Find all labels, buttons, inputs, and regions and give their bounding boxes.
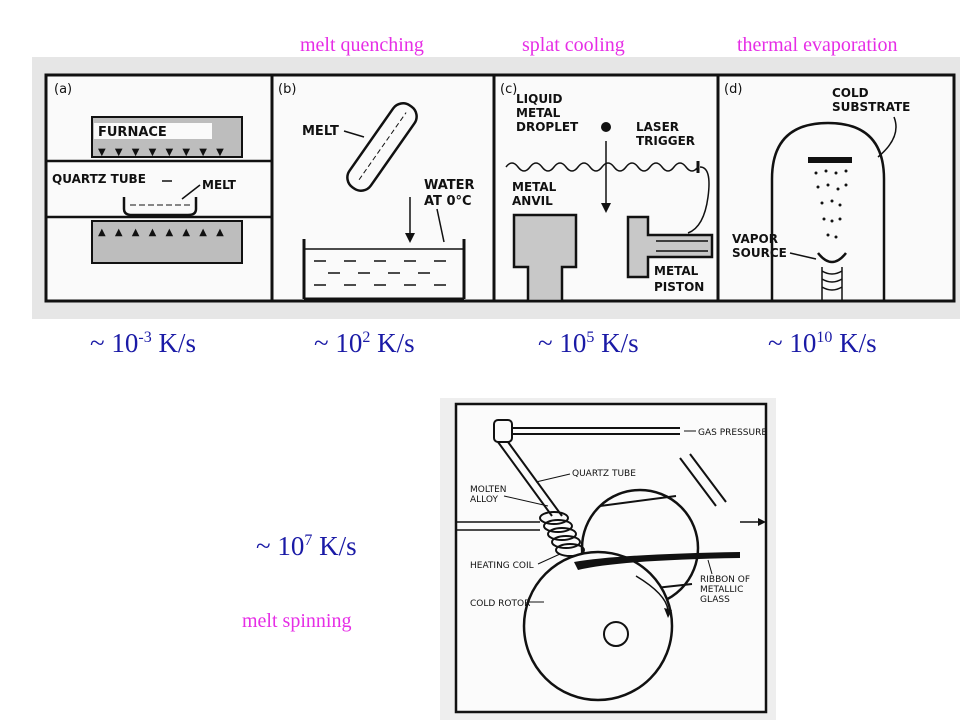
rate-thermal-evaporation: ~ 1010 K/s [768, 328, 877, 358]
laser-label-1: LASER [636, 120, 679, 134]
svg-text:▲ ▲ ▲ ▲ ▲ ▲ ▲ ▲: ▲ ▲ ▲ ▲ ▲ ▲ ▲ ▲ [98, 227, 227, 238]
melt-label-b: MELT [302, 124, 339, 139]
rotation-arrow [635, 575, 669, 611]
panel-b-tag: (b) [278, 82, 296, 97]
melt-spinning-figure: GAS PRESSURE QUARTZ TUBE MOLTEN ALLOY HE… [440, 398, 776, 720]
gas-pressure-label: GAS PRESSURE [698, 428, 767, 438]
rotor-axle [679, 453, 727, 507]
vapor-source [817, 252, 847, 264]
droplet-label-1: LIQUID [516, 92, 563, 106]
metal-anvil [512, 213, 578, 303]
ribbon-label-2: METALLIC [700, 585, 743, 595]
furnace-bottom [91, 220, 243, 264]
cold-substrate [808, 157, 852, 163]
rate-melt-quenching-b: ~ 102 K/s [314, 328, 415, 358]
crucible [122, 197, 198, 217]
gas-line [504, 427, 680, 435]
quartz-tube [497, 441, 563, 517]
liquid-droplet [601, 122, 611, 132]
droplet-label-3: DROPLET [516, 120, 579, 134]
panel-d-tag: (d) [724, 82, 742, 97]
molten-label-2: ALLOY [470, 495, 498, 505]
heating-coil-label: HEATING COIL [470, 561, 534, 571]
rate-splat-cooling: ~ 105 K/s [538, 328, 639, 358]
panel-a: (a) FURNACE ▼ ▼ ▼ ▼ ▼ ▼ ▼ ▼ ▲ ▲ ▲ ▲ ▲ ▲ … [46, 82, 272, 264]
quartz-tube-label: QUARTZ TUBE [52, 172, 146, 186]
label-splat-cooling: splat cooling [522, 34, 625, 56]
bell-jar [770, 121, 886, 301]
panel-a-tag: (a) [54, 82, 72, 97]
rotor-hub [603, 621, 629, 647]
svg-text:▼ ▼ ▼ ▼ ▼ ▼ ▼ ▼: ▼ ▼ ▼ ▼ ▼ ▼ ▼ ▼ [98, 147, 227, 158]
laser-beam [505, 162, 699, 172]
quenching-methods-figure: (a) FURNACE ▼ ▼ ▼ ▼ ▼ ▼ ▼ ▼ ▲ ▲ ▲ ▲ ▲ ▲ … [32, 57, 960, 319]
metallic-glass-ribbon [574, 552, 740, 570]
panel-b: (b) MELT WATER AT 0°C [278, 82, 475, 301]
piston-label-1: METAL [654, 264, 699, 278]
vapor-source-label-1: VAPOR [732, 232, 778, 246]
label-thermal-evaporation: thermal evaporation [737, 34, 898, 56]
rate-melt-spinning: ~ 107 K/s [256, 531, 357, 561]
anvil-label-2: ANVIL [512, 194, 553, 208]
cold-rotor-label: COLD ROTOR [470, 599, 530, 609]
ribbon-label-1: RIBBON OF [700, 575, 750, 585]
panel-c-tag: (c) [500, 82, 517, 97]
cold-substrate-label-2: SUBSTRATE [832, 100, 910, 114]
quartz-tube-cap [493, 419, 513, 443]
water-label: WATER [424, 178, 475, 193]
laser-label-2: TRIGGER [636, 134, 695, 148]
piston-label-2: PISTON [654, 280, 704, 294]
cold-rotor [522, 550, 674, 702]
panel-d: (d) COLD SUBSTRATE VAPOR SOURCE [724, 82, 910, 301]
panel-c: (c) LIQUID METAL DROPLET LASER TRIGGER M… [500, 82, 714, 303]
quartz-tube-label-spin: QUARTZ TUBE [572, 469, 636, 479]
anvil-label-1: METAL [512, 180, 557, 194]
heating-coil [539, 511, 585, 557]
ribbon-label-3: GLASS [700, 595, 730, 605]
label-melt-quenching: melt quenching [300, 34, 424, 56]
heater-coil-d [821, 267, 843, 301]
rate-melt-quenching-a: ~ 10-3 K/s [90, 328, 196, 358]
vapor-source-label-2: SOURCE [732, 246, 787, 260]
cold-substrate-label-1: COLD [832, 86, 869, 100]
molten-label-1: MOLTEN [470, 485, 507, 495]
droplet-label-2: METAL [516, 106, 561, 120]
melt-label-a: MELT [202, 178, 237, 192]
metal-piston [626, 215, 714, 279]
water-temp-label: AT 0°C [424, 194, 472, 209]
furnace-label: FURNACE [98, 125, 167, 140]
label-melt-spinning: melt spinning [242, 610, 352, 632]
